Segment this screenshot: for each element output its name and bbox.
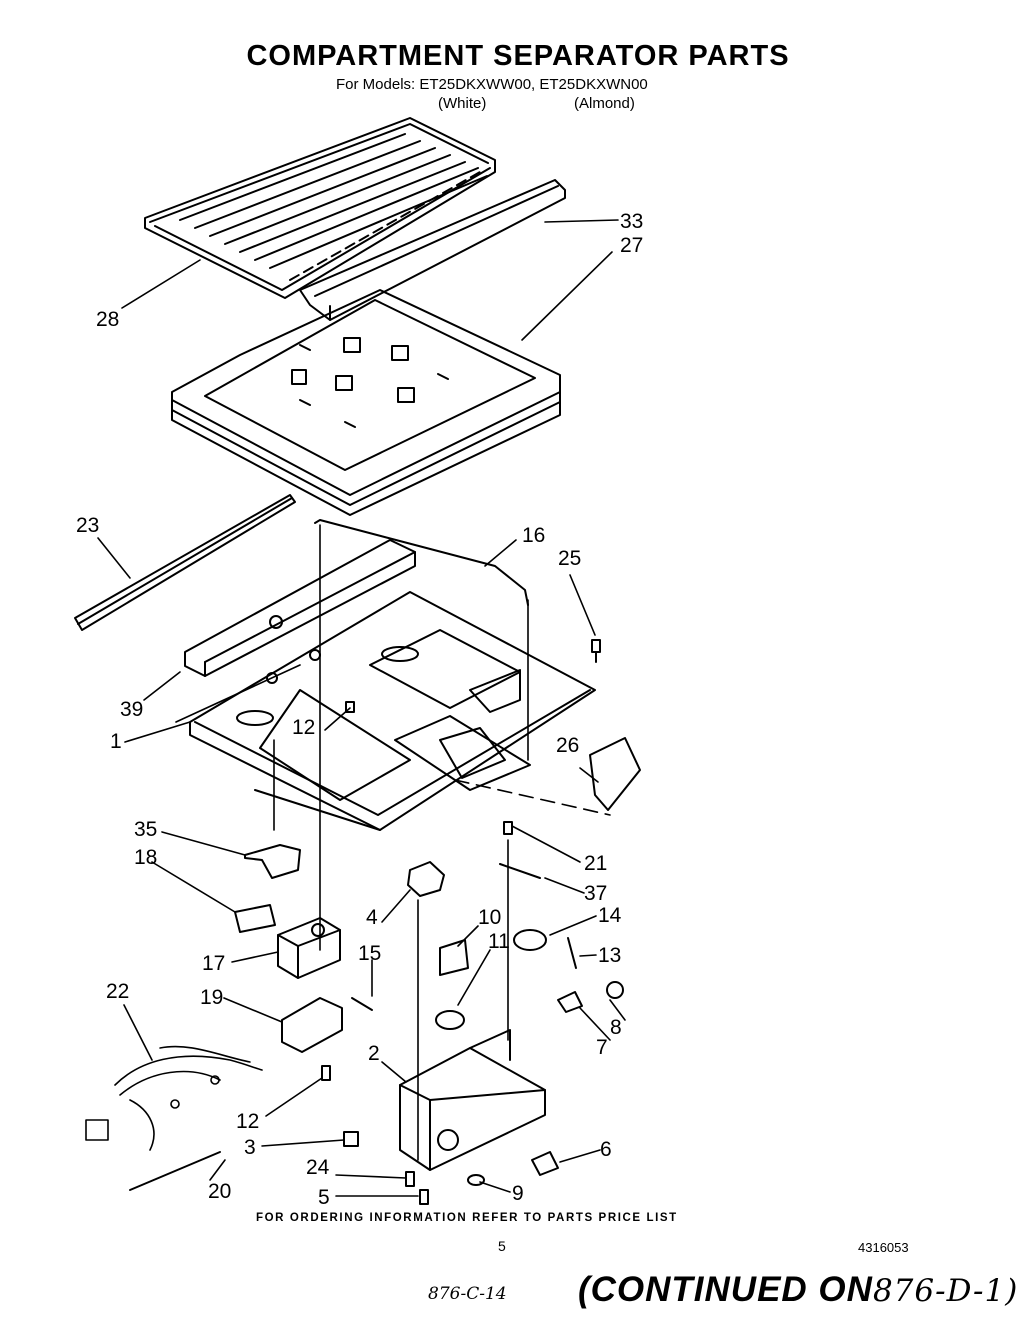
continued-label: (CONTINUED ON	[578, 1270, 873, 1309]
callout-6: 6	[600, 1138, 612, 1161]
part-23-strip	[74, 494, 296, 631]
part-7-socket	[557, 991, 583, 1013]
page-number: 5	[498, 1238, 506, 1254]
callout-23: 23	[76, 514, 99, 537]
variant-almond: (Almond)	[574, 95, 635, 112]
callout-15: 15	[358, 942, 381, 965]
callout-18: 18	[134, 846, 157, 869]
part-11-knob	[435, 1010, 465, 1030]
part-14-knob	[513, 929, 547, 951]
callout-16: 16	[522, 524, 545, 547]
part-15-link	[351, 997, 373, 1011]
part-19-bracket	[281, 997, 343, 1053]
callout-24: 24	[306, 1156, 330, 1179]
callout-2: 2	[368, 1042, 380, 1065]
callout-22: 22	[106, 980, 129, 1003]
callout-14: 14	[598, 904, 622, 927]
leader-lines	[97, 219, 626, 1197]
callout-13: 13	[598, 944, 621, 967]
callout-39: 39	[120, 698, 143, 721]
callout-8: 8	[610, 1016, 622, 1039]
part-9-cap	[467, 1174, 485, 1186]
callout-labels: 33 27 28 23 16 25 39 12 1 26 35 18 21 37…	[76, 210, 643, 1209]
callout-11: 11	[488, 930, 510, 953]
callout-7: 7	[596, 1036, 608, 1059]
page-title: COMPARTMENT SEPARATOR PARTS	[246, 40, 790, 72]
part-6-switch	[531, 1151, 559, 1176]
part-24-screw	[405, 1171, 415, 1187]
callout-3: 3	[244, 1136, 256, 1159]
part-20-probe	[129, 1151, 221, 1191]
callout-10: 10	[478, 906, 501, 929]
part-25-screw	[591, 639, 601, 663]
callout-28: 28	[96, 308, 119, 331]
callout-26: 26	[556, 734, 579, 757]
callout-27: 27	[620, 234, 643, 257]
callout-17: 17	[202, 952, 225, 975]
handwritten-ref: 876-C-14	[428, 1284, 507, 1304]
continued-note: (CONTINUED ON876-D-1)	[578, 1270, 1018, 1310]
part-12-screw-lower	[321, 1065, 331, 1081]
callout-20: 20	[208, 1180, 231, 1203]
part-2-bracket	[399, 1029, 546, 1171]
callout-1: 1	[110, 730, 122, 753]
callout-12-upper: 12	[292, 716, 315, 739]
callout-25: 25	[558, 547, 581, 570]
part-4-damper	[407, 861, 445, 897]
callout-5: 5	[318, 1186, 330, 1209]
part-16-wire	[314, 519, 529, 606]
callout-4: 4	[366, 906, 378, 929]
part-17-housing	[277, 917, 341, 979]
callout-12-lower: 12	[236, 1110, 259, 1133]
callout-21: 21	[584, 852, 607, 875]
part-27-frame	[171, 289, 561, 516]
callout-9: 9	[512, 1182, 524, 1205]
part-12-screw-upper	[345, 701, 355, 713]
model-numbers: For Models: ET25DKXWW00, ET25DKXWN00	[336, 76, 648, 93]
part-13-tube	[567, 937, 577, 969]
part-18-seal	[234, 904, 276, 933]
part-8-bulb	[606, 981, 624, 999]
part-35-bracket	[244, 844, 301, 879]
part-1-separator	[189, 591, 596, 831]
ordering-note: FOR ORDERING INFORMATION REFER TO PARTS …	[256, 1212, 678, 1224]
continued-ref: 876-D-1)	[872, 1273, 1019, 1309]
assembly-lines	[273, 524, 611, 1161]
part-28-shelf	[144, 117, 496, 299]
variant-white: (White)	[438, 95, 487, 112]
callout-33: 33	[620, 210, 643, 233]
callout-37: 37	[584, 882, 607, 905]
part-3-clip	[343, 1131, 359, 1147]
part-21-screw	[503, 821, 513, 835]
part-37-plate	[499, 863, 541, 879]
callout-35: 35	[134, 818, 157, 841]
callout-19: 19	[200, 986, 223, 1009]
part-5-screw	[419, 1189, 429, 1205]
part-39-block	[184, 539, 416, 677]
part-10-switch	[439, 939, 469, 976]
document-number: 4316053	[858, 1240, 909, 1255]
part-26-duct	[589, 737, 641, 811]
part-22-harness	[85, 1045, 263, 1151]
